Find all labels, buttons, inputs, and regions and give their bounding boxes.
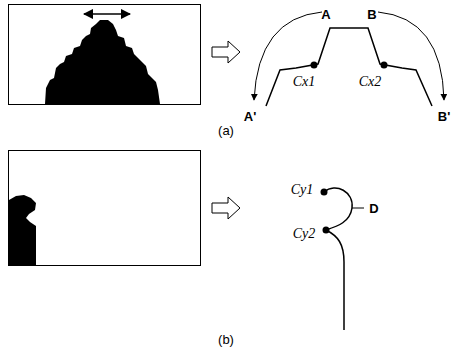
contour-line	[266, 28, 432, 106]
curve-point-label: Cy1	[291, 183, 314, 197]
edge-silhouette	[9, 195, 36, 265]
contour-line	[324, 188, 352, 330]
corner-dot	[381, 62, 388, 69]
point-label: B'	[438, 110, 450, 123]
double-arrow	[84, 13, 130, 15]
leader-line	[352, 208, 364, 209]
hollow-arrow	[212, 41, 240, 63]
panel-label: (b)	[218, 333, 234, 346]
curve-point-label: Cx2	[359, 75, 382, 89]
corner-dot	[323, 227, 330, 234]
curve-point-label: Cx1	[293, 75, 316, 89]
panel-label: (a)	[218, 124, 234, 137]
curve-point-label: Cy2	[293, 227, 316, 241]
curved-arrow	[254, 12, 322, 100]
image-frame	[9, 151, 201, 266]
point-label: A'	[244, 110, 256, 123]
hollow-arrow	[212, 197, 240, 219]
point-label: A	[321, 8, 330, 21]
point-label: B	[367, 8, 376, 21]
image-frame	[9, 5, 201, 105]
curved-arrow	[378, 12, 444, 100]
tree-silhouette	[45, 20, 160, 104]
corner-dot	[311, 62, 318, 69]
point-label: D	[369, 202, 378, 215]
corner-dot	[321, 189, 328, 196]
